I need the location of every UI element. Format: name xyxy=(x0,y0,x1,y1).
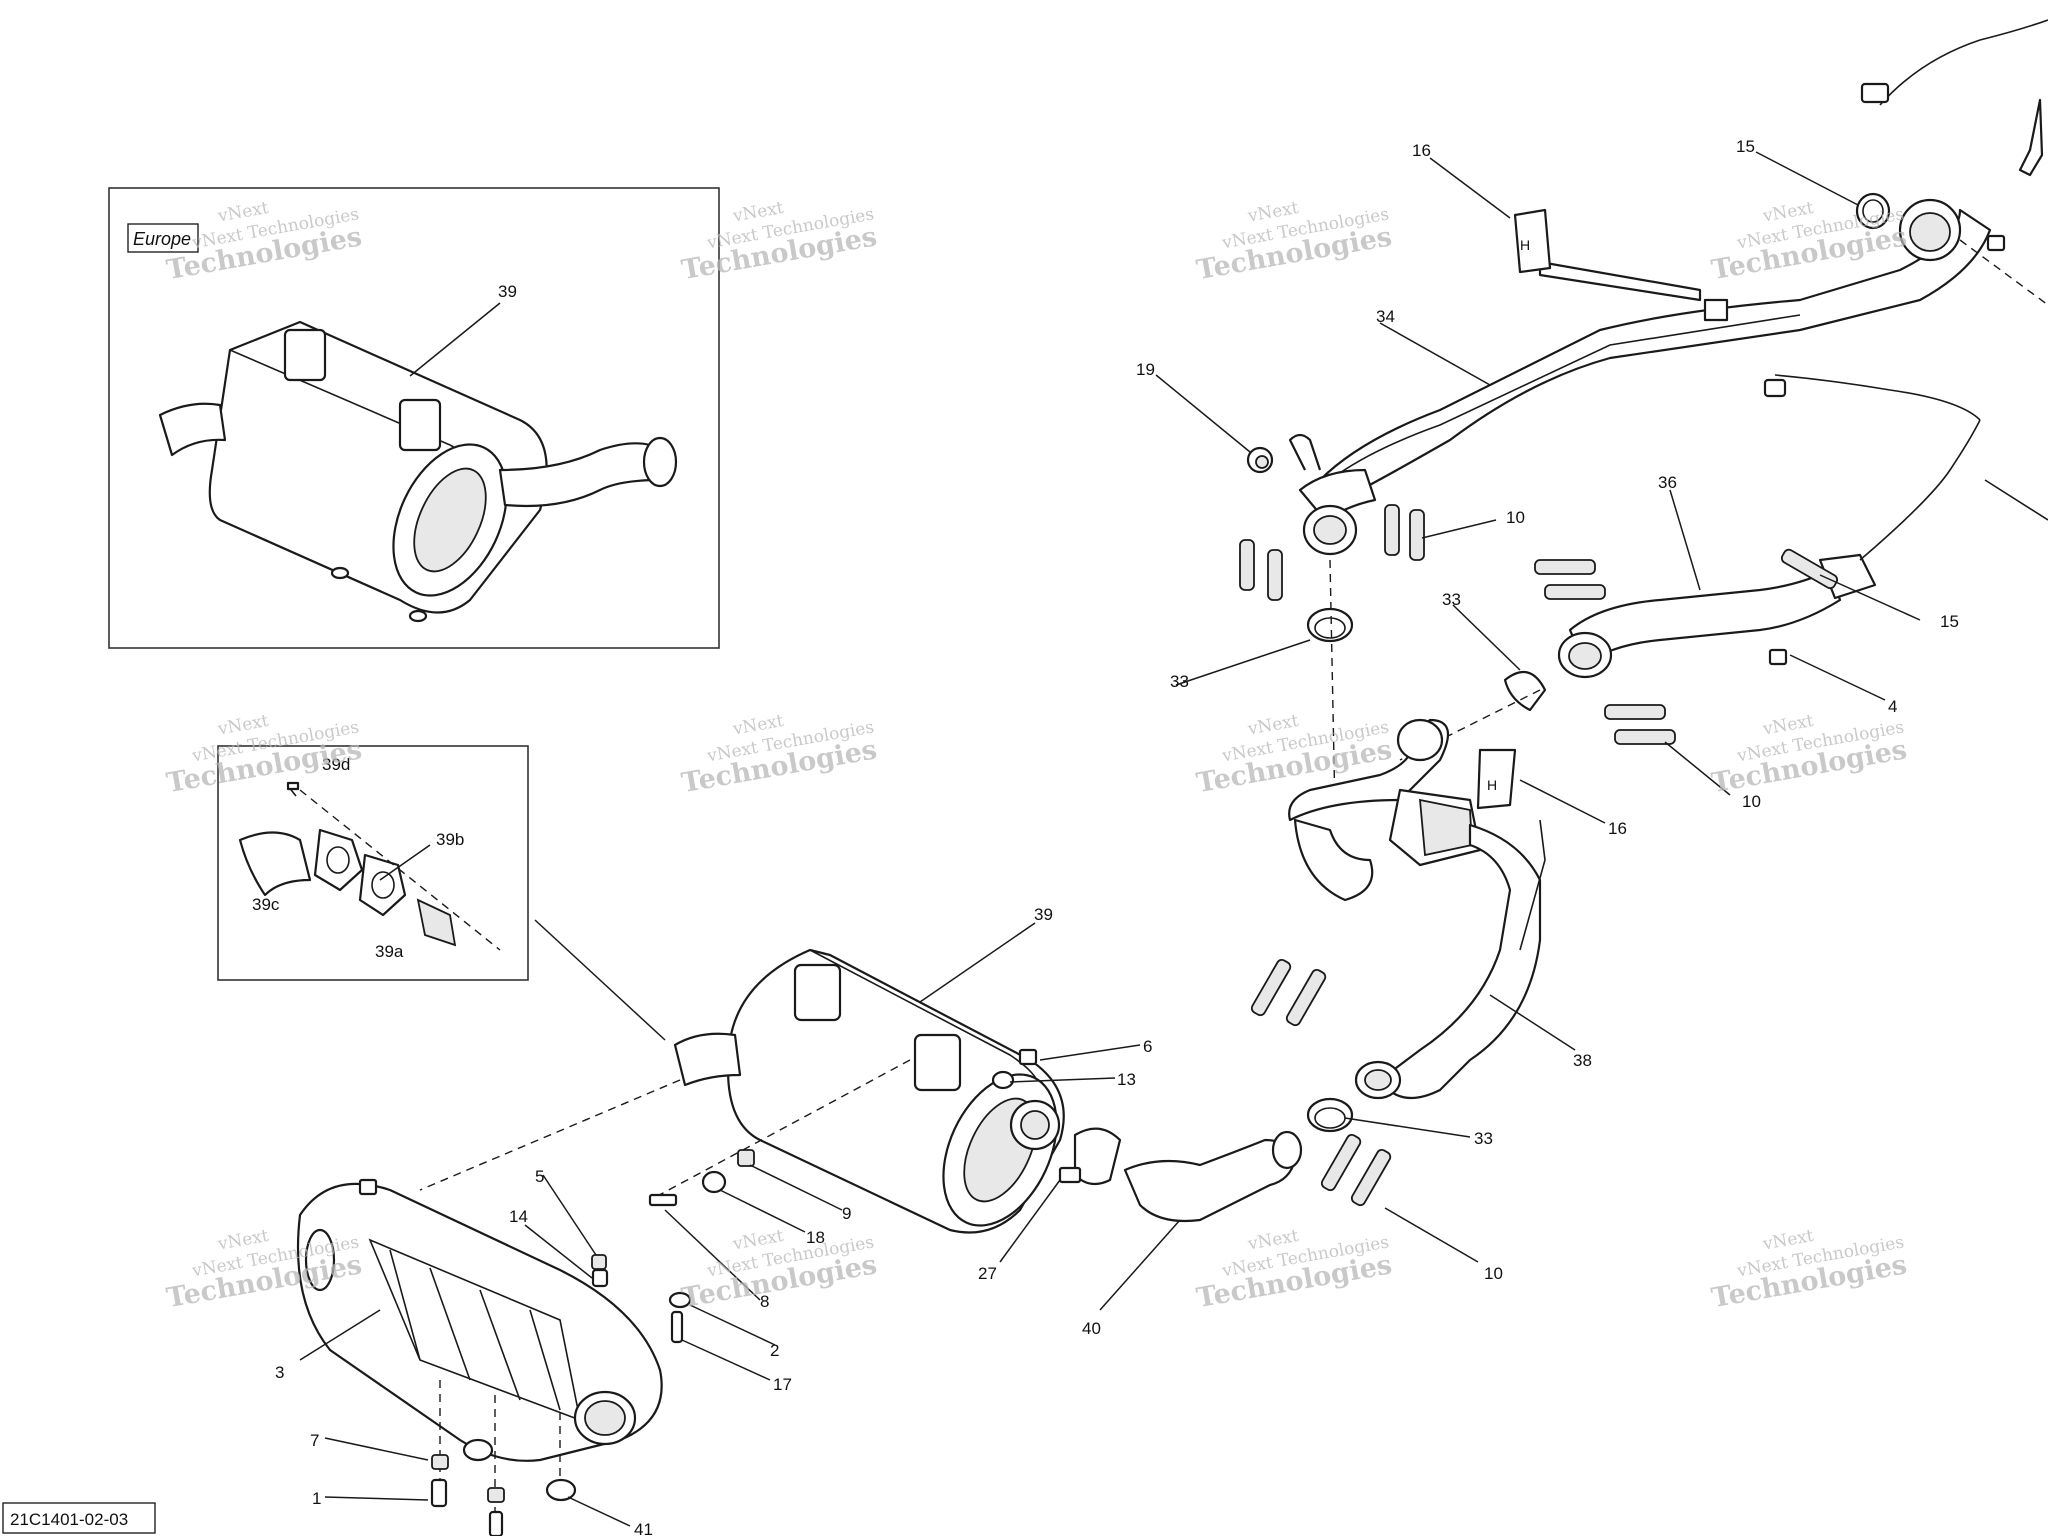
watermark: vNext vNext Technologies Technologies xyxy=(679,1226,879,1314)
watermark: vNext vNext Technologies Technologies xyxy=(1194,1226,1394,1314)
heat-shield: 3 xyxy=(275,1178,663,1462)
callout-9: 9 xyxy=(842,1204,851,1223)
hardware-lower: 5 14 2 17 8 7 1 41 xyxy=(310,1167,792,1536)
europe-inset: Europe 39 xyxy=(108,187,720,649)
callout-4: 4 xyxy=(1888,697,1897,716)
callout-17: 3 xyxy=(275,1363,284,1382)
watermark: vNext vNext Technologies Technologies xyxy=(1709,1226,1909,1314)
callout-15-top: 15 xyxy=(1736,137,1755,156)
svg-text:H: H xyxy=(1520,237,1530,253)
callout-14: 14 xyxy=(509,1207,528,1226)
callout-39-main: 39 xyxy=(1034,905,1053,924)
callout-33-c: 33 xyxy=(1474,1129,1493,1148)
callout-41: 41 xyxy=(634,1520,653,1536)
callout-2: 17 xyxy=(773,1375,792,1394)
callout-10-c: 10 xyxy=(1484,1264,1503,1283)
callout-16-b: 16 xyxy=(1608,819,1627,838)
watermark: vNext vNext Technologies Technologies xyxy=(679,198,879,286)
callout-34: 34 xyxy=(1376,307,1395,326)
callout-39c: 39c xyxy=(252,895,280,914)
callout-39-inset: 39 xyxy=(498,282,517,301)
callout-10-b: 10 xyxy=(1742,792,1761,811)
callout-8: 2 xyxy=(770,1341,779,1360)
svg-text:H: H xyxy=(1487,777,1497,793)
muffler: 39 6 13 9 18 xyxy=(419,905,1152,1247)
gasket-kit-inset: 39d 39b 39c 39a xyxy=(217,745,666,1041)
watermark: vNext vNext Technologies Technologies xyxy=(1194,198,1394,286)
callout-39d: 39d xyxy=(322,755,350,774)
callout-3: 8 xyxy=(760,1292,769,1311)
callout-15-b: 15 xyxy=(1940,612,1959,631)
callout-6: 6 xyxy=(1143,1037,1152,1056)
rear-header-pipe: 36 10 33 15 4 10 xyxy=(1399,374,2048,811)
europe-label: Europe xyxy=(133,229,191,249)
hardware-upper: 19 33 xyxy=(1136,360,1425,811)
watermark: vNext vNext Technologies Technologies xyxy=(679,711,879,799)
reference-code-box: 21C1401-02-03 xyxy=(2,1502,156,1534)
callout-10-a: 10 xyxy=(1506,508,1525,527)
tail-pipe: 27 40 xyxy=(978,1127,1303,1338)
front-exhaust-pipe: H 16 15 34 xyxy=(1288,19,2048,556)
callout-40: 40 xyxy=(1082,1319,1101,1338)
callout-38: 38 xyxy=(1573,1051,1592,1070)
callout-39b: 39b xyxy=(436,830,464,849)
callout-13: 13 xyxy=(1117,1070,1136,1089)
watermark: vNext vNext Technologies Technologies xyxy=(164,711,364,799)
callout-5: 5 xyxy=(535,1167,544,1186)
callout-33-a: 33 xyxy=(1170,672,1189,691)
reference-code: 21C1401-02-03 xyxy=(10,1510,128,1529)
callout-19: 19 xyxy=(1136,360,1155,379)
callout-7: 7 xyxy=(310,1431,319,1450)
callout-27: 27 xyxy=(978,1264,997,1283)
y-pipe: H 16 38 33 10 xyxy=(1250,718,1627,1283)
callout-36: 36 xyxy=(1658,473,1677,492)
callout-33-b: 33 xyxy=(1442,590,1461,609)
callout-39a: 39a xyxy=(375,942,404,961)
callout-18: 18 xyxy=(806,1228,825,1247)
watermark: vNext vNext Technologies Technologies xyxy=(1709,711,1909,799)
callout-16-top: 16 xyxy=(1412,141,1431,160)
callout-1: 1 xyxy=(312,1489,321,1508)
